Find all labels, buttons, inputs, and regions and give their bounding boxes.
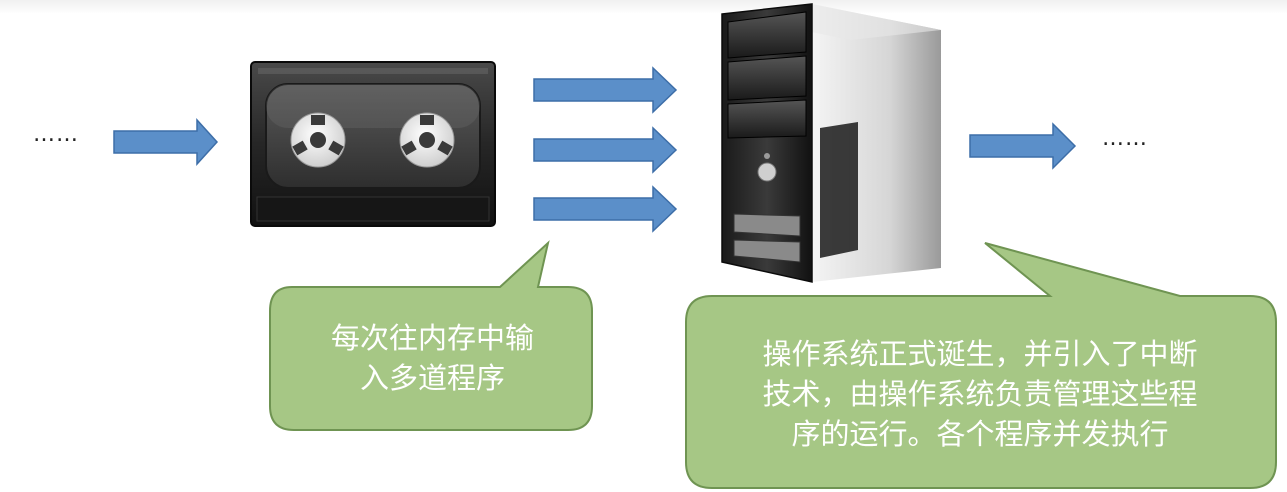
callout-left-line-2: 入多道程序 <box>359 361 505 395</box>
callout-right-line-1: 操作系统正式诞生，并引入了中断 <box>762 337 1198 371</box>
callout-right-line-3: 序的运行。各个程序并发执行 <box>791 417 1169 451</box>
arrow-tape-to-computer-3 <box>533 185 678 233</box>
arrow-tape-to-computer-1 <box>533 66 678 114</box>
callout-left: 每次往内存中输 入多道程序 <box>290 318 575 398</box>
callout-right-shape <box>685 242 1277 489</box>
arrow-computer-to-output <box>969 122 1077 170</box>
callout-right: 操作系统正式诞生，并引入了中断 技术，由操作系统负责管理这些程 序的运行。各个程… <box>700 334 1260 454</box>
input-ellipsis: …… <box>33 122 79 147</box>
arrow-tape-to-computer-2 <box>533 126 678 174</box>
callout-left-shape <box>269 240 593 431</box>
callout-right-line-2: 技术，由操作系统负责管理这些程 <box>762 377 1198 411</box>
computer-tower-icon <box>721 3 941 283</box>
output-ellipsis: …… <box>1102 126 1148 151</box>
tape-drive-icon <box>250 61 496 227</box>
arrow-input-to-tape <box>113 118 219 166</box>
callout-left-line-1: 每次往内存中输 <box>330 321 534 355</box>
